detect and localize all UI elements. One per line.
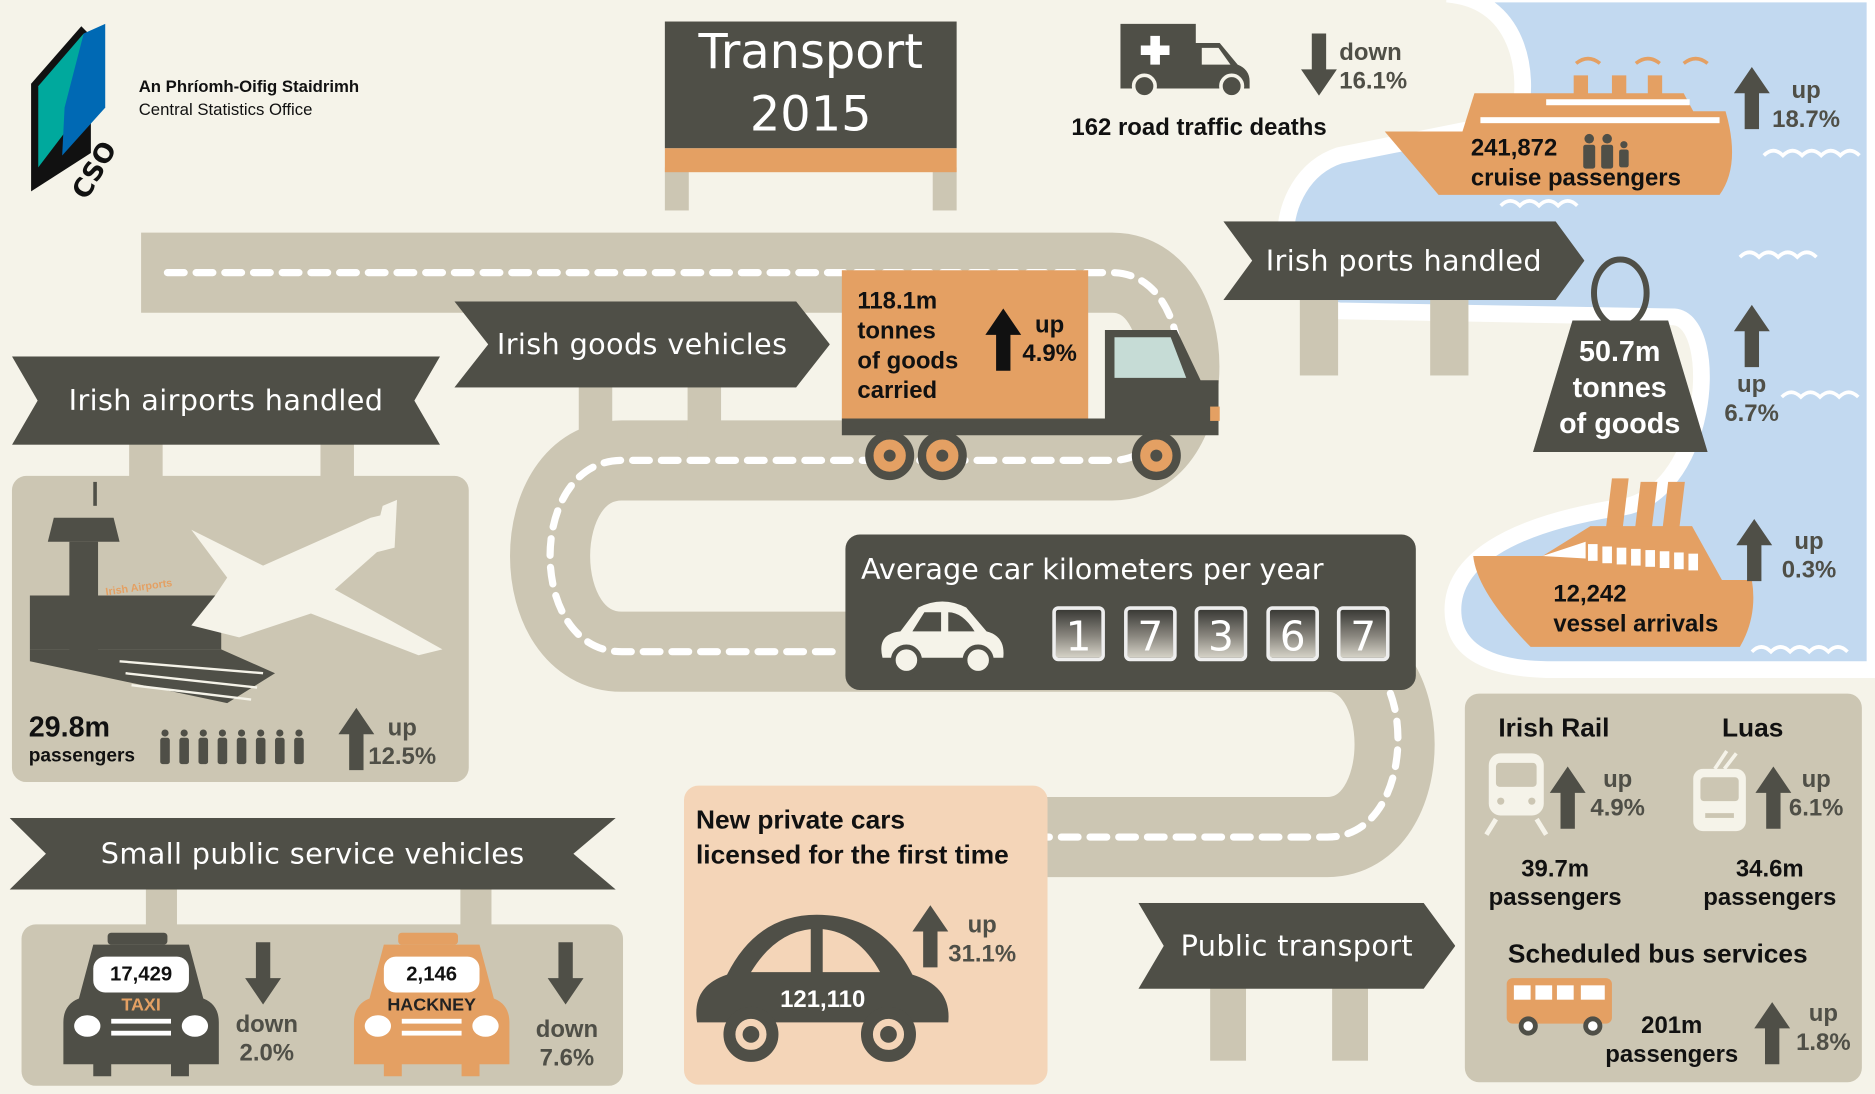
hackney-label: HACKNEY: [387, 994, 477, 1016]
hackney-icon: [353, 932, 510, 1077]
sign-post: [578, 385, 613, 439]
sign-post: [1332, 986, 1368, 1061]
ambulance-icon: [1120, 23, 1250, 99]
title-accent-bar: [664, 148, 957, 173]
odometer-digit: 7: [1336, 606, 1390, 662]
up-arrow-icon: [1736, 518, 1773, 582]
sign-post: [460, 887, 492, 930]
cruise-value: 241,872: [1470, 135, 1558, 162]
truck-icon: [841, 270, 1220, 481]
sign-post: [129, 442, 163, 479]
odometer-digit: 1: [1052, 606, 1105, 662]
odometer-digit: 6: [1266, 606, 1319, 662]
luas-title: Luas: [1721, 712, 1784, 743]
up-arrow-icon: [1754, 1002, 1791, 1065]
sign-post: [320, 442, 354, 479]
road-deaths-value: 162 road traffic deaths: [1071, 114, 1327, 142]
irish-goods-vehicles-sign: Irish goods vehicles: [454, 301, 830, 388]
up-arrow-icon: [1755, 766, 1792, 829]
up-arrow-icon: [1549, 766, 1586, 829]
org-name-english: Central Statistics Office: [138, 99, 313, 119]
bus-icon: [1506, 978, 1612, 1036]
down-arrow-icon: [245, 942, 282, 1005]
bus-title: Scheduled bus services: [1507, 938, 1808, 969]
taxi-label: TAXI: [121, 994, 161, 1016]
sign-post: [145, 887, 177, 930]
up-arrow-icon: [1733, 304, 1770, 368]
odometer-digit: 7: [1124, 606, 1177, 662]
sign-post: [1210, 986, 1247, 1061]
vessel-ship-icon: [1473, 478, 1754, 647]
car-icon: [881, 601, 1004, 676]
vessel-value: 12,242: [1553, 581, 1627, 608]
sign-post: [1299, 296, 1339, 376]
down-arrow-icon: [547, 942, 584, 1005]
taxi-count: 17,429: [110, 962, 173, 986]
small-psv-sign: Small public service vehicles: [9, 817, 616, 890]
sign-post: [1430, 296, 1469, 376]
airport-passengers-value: 29.8m: [28, 711, 111, 744]
car-km-title: Average car kilometers per year: [860, 552, 1324, 586]
sign-post: [687, 385, 722, 439]
up-arrow-icon: [985, 308, 1022, 371]
cruise-label: cruise passengers: [1470, 165, 1681, 192]
new-cars-value: 121,110: [780, 986, 866, 1013]
vessel-label: vessel arrivals: [1553, 611, 1719, 638]
title-board: Transport 2015: [664, 21, 957, 149]
people-icon: [1583, 133, 1629, 169]
org-name-irish: An Phríomh-Oifig Staidrimh: [138, 76, 360, 96]
weight-icon: [1533, 256, 1708, 453]
down-arrow-icon: [1301, 33, 1337, 96]
airport-illustration: [29, 481, 443, 704]
irish-ports-sign: Irish ports handled: [1223, 221, 1585, 301]
public-transport-sign: Public transport: [1138, 902, 1456, 989]
train-icon: [1484, 753, 1549, 836]
beetle-car-icon: [696, 914, 949, 1062]
irish-airports-sign: Irish airports handled: [11, 356, 441, 445]
taxi-icon: [63, 932, 219, 1077]
up-arrow-icon: [912, 905, 949, 968]
tram-icon: [1693, 749, 1746, 832]
hackney-count: 2,146: [406, 962, 458, 986]
up-arrow-icon: [338, 707, 375, 771]
title-line2: 2015: [749, 87, 872, 143]
cso-logo: CSO: [31, 23, 123, 204]
title-post: [932, 167, 957, 211]
irish-rail-title: Irish Rail: [1498, 712, 1610, 743]
people-icon: [160, 729, 304, 765]
airport-passengers-label: passengers: [28, 746, 136, 767]
title-line1: Transport: [698, 25, 923, 81]
title-post: [664, 167, 689, 211]
odometer-digit: 3: [1194, 606, 1248, 662]
up-arrow-icon: [1733, 66, 1770, 130]
cruise-ship-icon: [1384, 56, 1733, 195]
